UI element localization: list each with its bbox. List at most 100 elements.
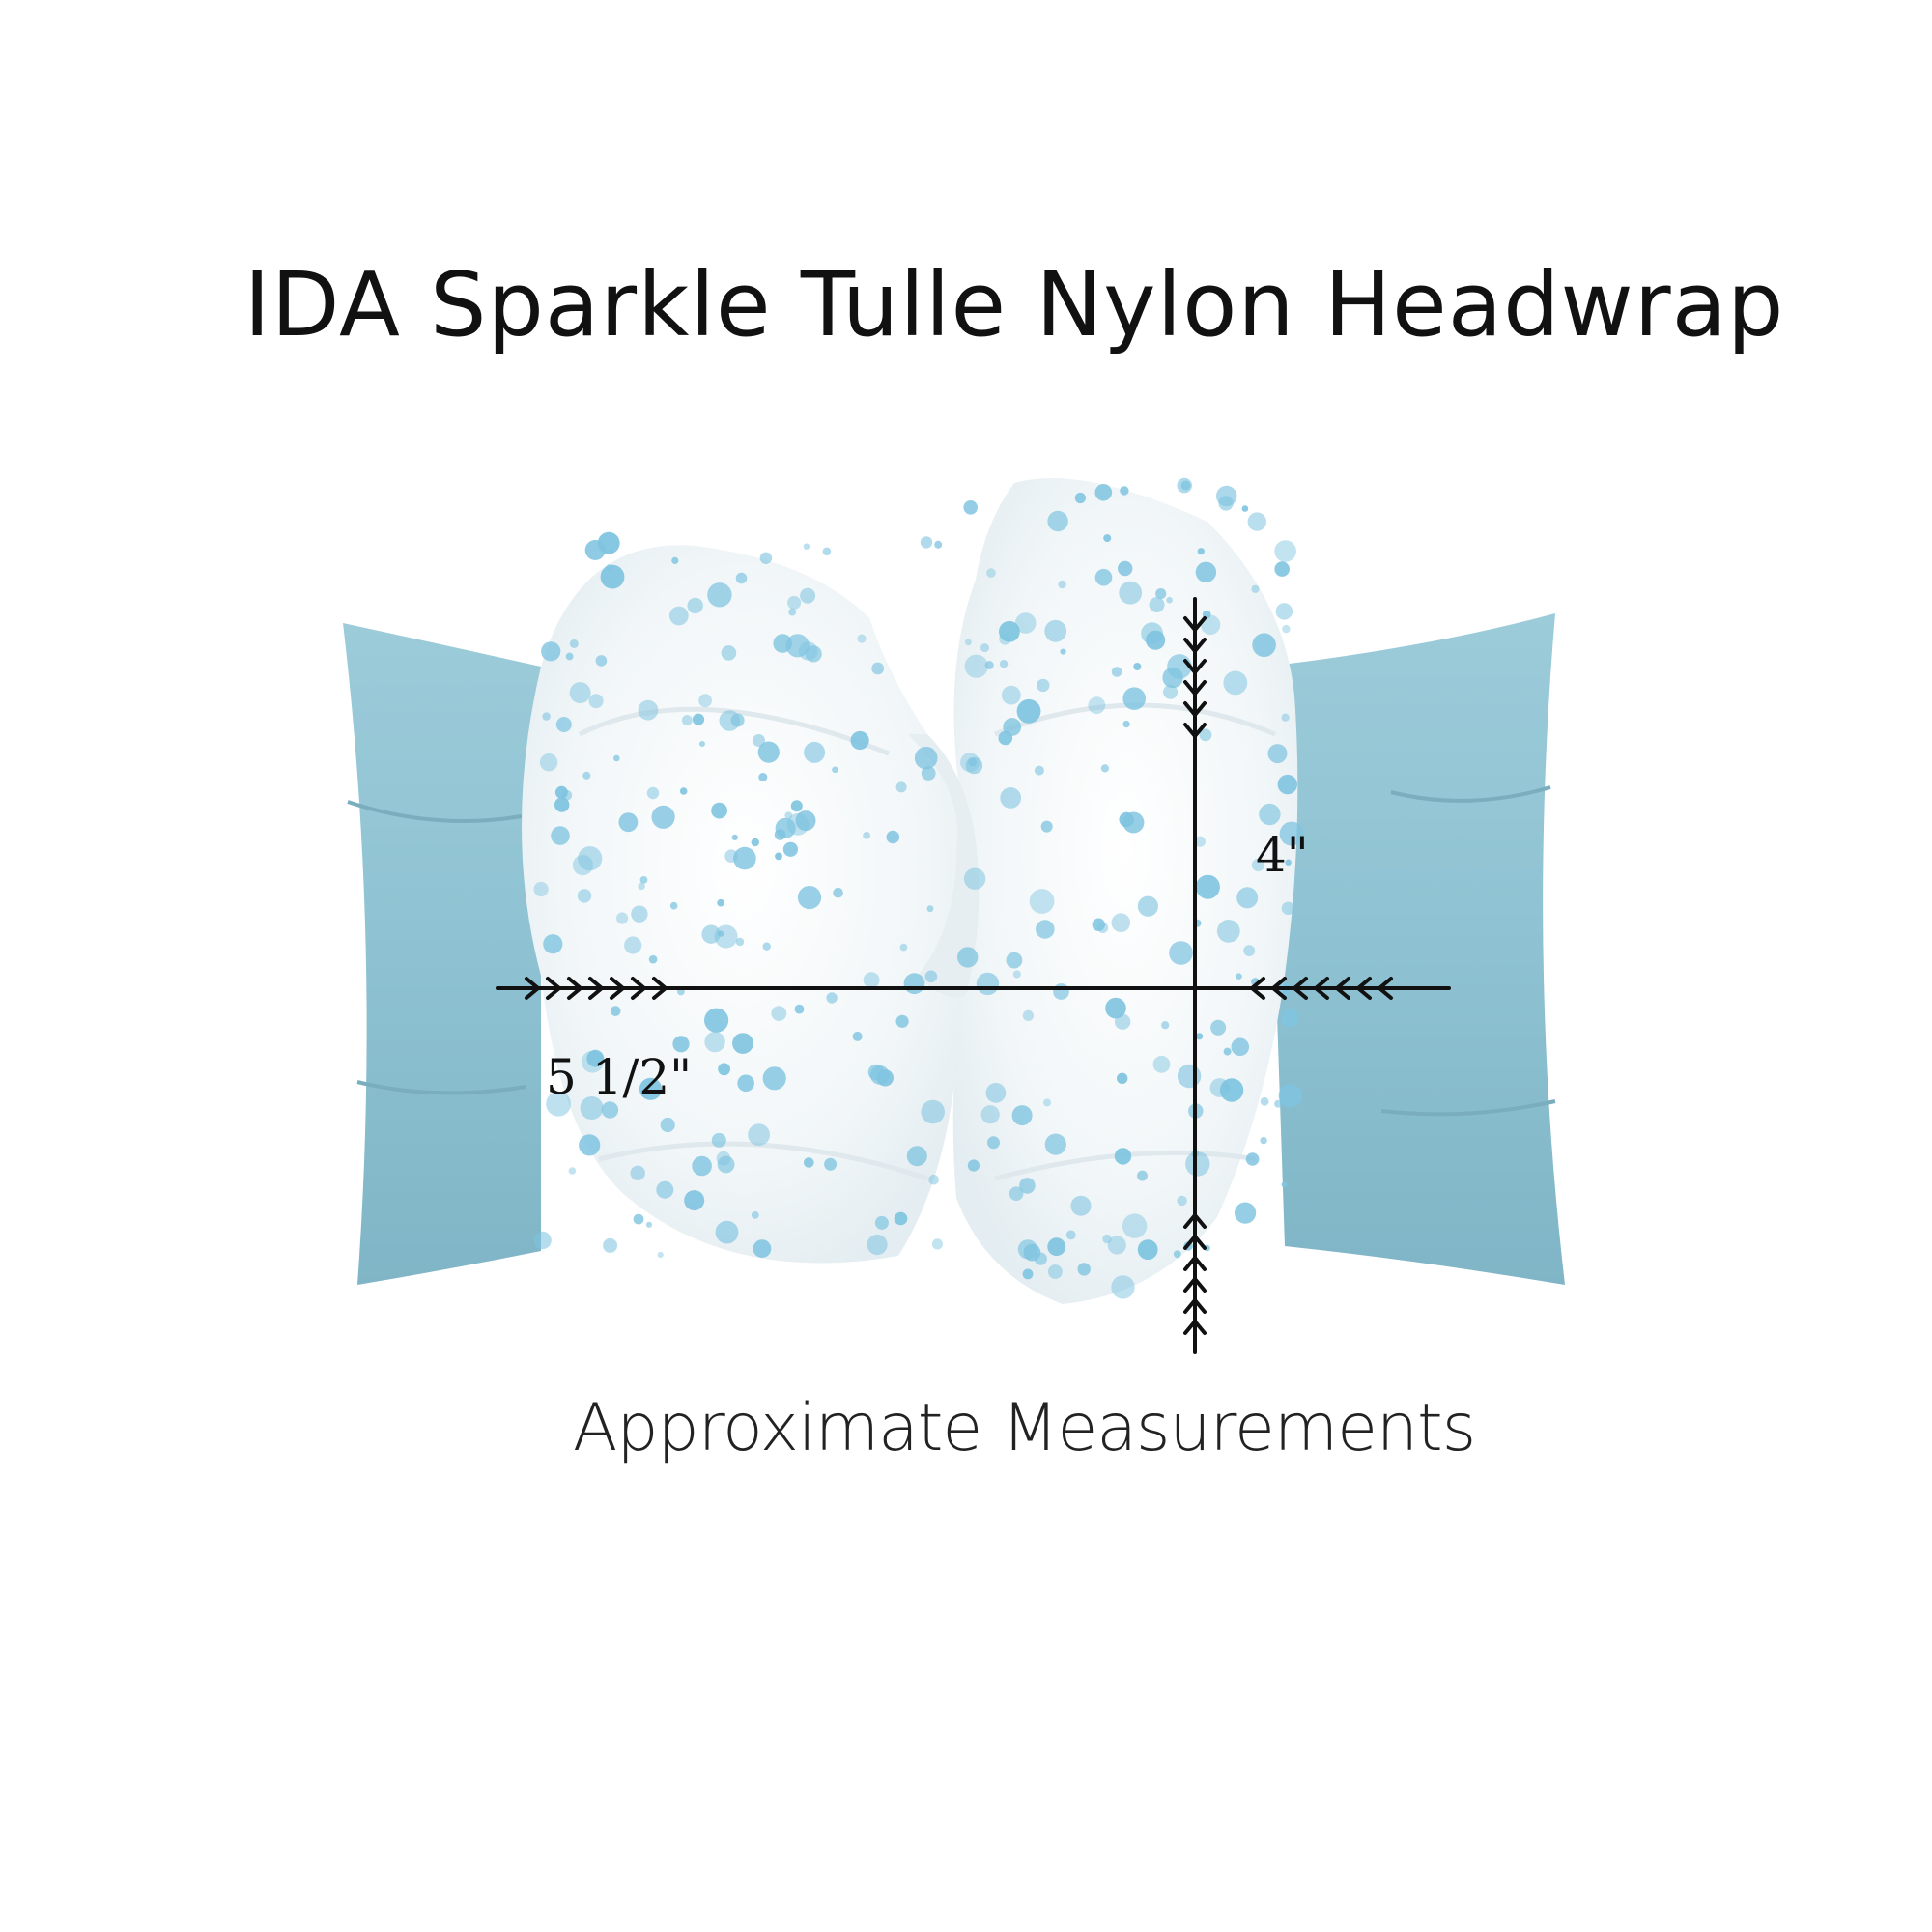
glitter-dot [869, 1065, 890, 1085]
glitter-dot [714, 924, 738, 949]
arrow-chevron [588, 977, 606, 1000]
glitter-dot [646, 786, 660, 800]
glitter-dot [920, 536, 933, 549]
glitter-dot [733, 846, 756, 870]
glitter-dot [1236, 973, 1242, 980]
glitter-dot [984, 661, 994, 669]
glitter-dot [1105, 997, 1126, 1019]
glitter-dot [822, 547, 832, 556]
glitter-dot [737, 1074, 754, 1093]
glitter-dot [1279, 821, 1304, 846]
glitter-dot [1122, 687, 1146, 710]
glitter-dot [606, 563, 613, 572]
glitter-dot [1119, 811, 1134, 828]
glitter-dot [771, 1006, 787, 1021]
glitter-dot [871, 662, 885, 675]
glitter-dot [1006, 952, 1023, 969]
glitter-dot [718, 1063, 730, 1076]
glitter-dot [577, 889, 592, 903]
glitter-dot [684, 1190, 705, 1211]
glitter-dot [857, 634, 867, 643]
glitter-dot [586, 1049, 605, 1067]
glitter-dot [1029, 889, 1055, 914]
glitter-dot [565, 652, 574, 661]
glitter-dot [1210, 1019, 1227, 1036]
arrow-chevron [525, 977, 542, 1000]
glitter-dot [715, 1220, 739, 1244]
glitter-dot [660, 1117, 675, 1133]
glitter-dot [1137, 895, 1158, 917]
glitter-dot [1196, 1033, 1204, 1040]
glitter-dot [671, 556, 679, 565]
glitter-dot [1236, 887, 1259, 909]
glitter-dot [645, 1221, 653, 1228]
glitter-dot [1070, 1195, 1092, 1216]
glitter-dot [824, 1157, 838, 1171]
glitter-dot [672, 1036, 690, 1053]
arrow-chevron [1183, 701, 1207, 719]
glitter-dot [968, 757, 978, 767]
glitter-dot [569, 639, 579, 648]
glitter-dot [850, 730, 869, 751]
glitter-dot [1133, 663, 1142, 670]
glitter-dot [692, 1155, 712, 1177]
glitter-dot [1267, 744, 1288, 764]
glitter-dot [1088, 696, 1106, 715]
glitter-dot [986, 568, 996, 578]
glitter-dot [1275, 603, 1293, 620]
glitter-dot [1166, 596, 1173, 604]
glitter-dot [797, 886, 822, 910]
glitter-dot [546, 1091, 571, 1117]
glitter-dot [852, 1031, 863, 1041]
glitter-dot [735, 572, 748, 584]
glitter-dot [579, 1134, 601, 1156]
glitter-dot [1278, 1084, 1303, 1108]
glitter-dot [1161, 1021, 1170, 1030]
glitter-dot [1137, 1170, 1148, 1181]
glitter-dot [699, 741, 705, 747]
glitter-dot [1277, 774, 1298, 795]
glitter-dot [1011, 1105, 1033, 1126]
glitter-dot [1003, 718, 1022, 736]
glitter-dot [759, 552, 773, 564]
glitter-dot [543, 934, 563, 954]
glitter-dot [1111, 913, 1131, 932]
glitter-dot [757, 741, 780, 763]
measurement-guides [496, 597, 1451, 1354]
glitter-dot [541, 641, 561, 662]
glitter-dot [1094, 568, 1113, 586]
arrow-chevron [1183, 1233, 1207, 1250]
glitter-dot [595, 655, 608, 667]
glitter-dot [804, 741, 826, 763]
glitter-dot [1281, 1181, 1288, 1188]
glitter-dot [803, 543, 810, 550]
glitter-dot [1260, 1096, 1269, 1106]
glitter-dot [668, 606, 689, 626]
glitter-dot [976, 972, 1000, 996]
glitter-dot [863, 972, 880, 988]
arrow-chevron [1183, 1296, 1207, 1314]
glitter-dot [1216, 920, 1240, 943]
glitter-dot [555, 717, 572, 732]
glitter-dots [533, 477, 1304, 1299]
glitter-dot [648, 954, 658, 964]
glitter-dot [1199, 728, 1212, 742]
width-measurement-label: 5 1/2" [546, 1049, 693, 1105]
glitter-dot [934, 540, 943, 549]
glitter-dot [681, 715, 693, 725]
glitter-dot [1259, 803, 1281, 826]
approximate-measurements-caption: Approximate Measurements [572, 1390, 1476, 1466]
glitter-dot [1107, 1236, 1126, 1255]
glitter-dot [1022, 1009, 1034, 1021]
glitter-dot [1282, 624, 1291, 634]
glitter-dot [762, 942, 771, 951]
glitter-dot [582, 771, 591, 780]
glitter-dot [967, 1159, 980, 1172]
glitter-dot [1065, 1230, 1076, 1240]
glitter-dot [1017, 1239, 1037, 1260]
glitter-dot [1219, 1078, 1244, 1102]
arrow-chevron [1333, 977, 1350, 1000]
arrow-chevron [631, 977, 648, 1000]
glitter-dot [584, 539, 606, 560]
glitter-dot [1285, 859, 1292, 866]
